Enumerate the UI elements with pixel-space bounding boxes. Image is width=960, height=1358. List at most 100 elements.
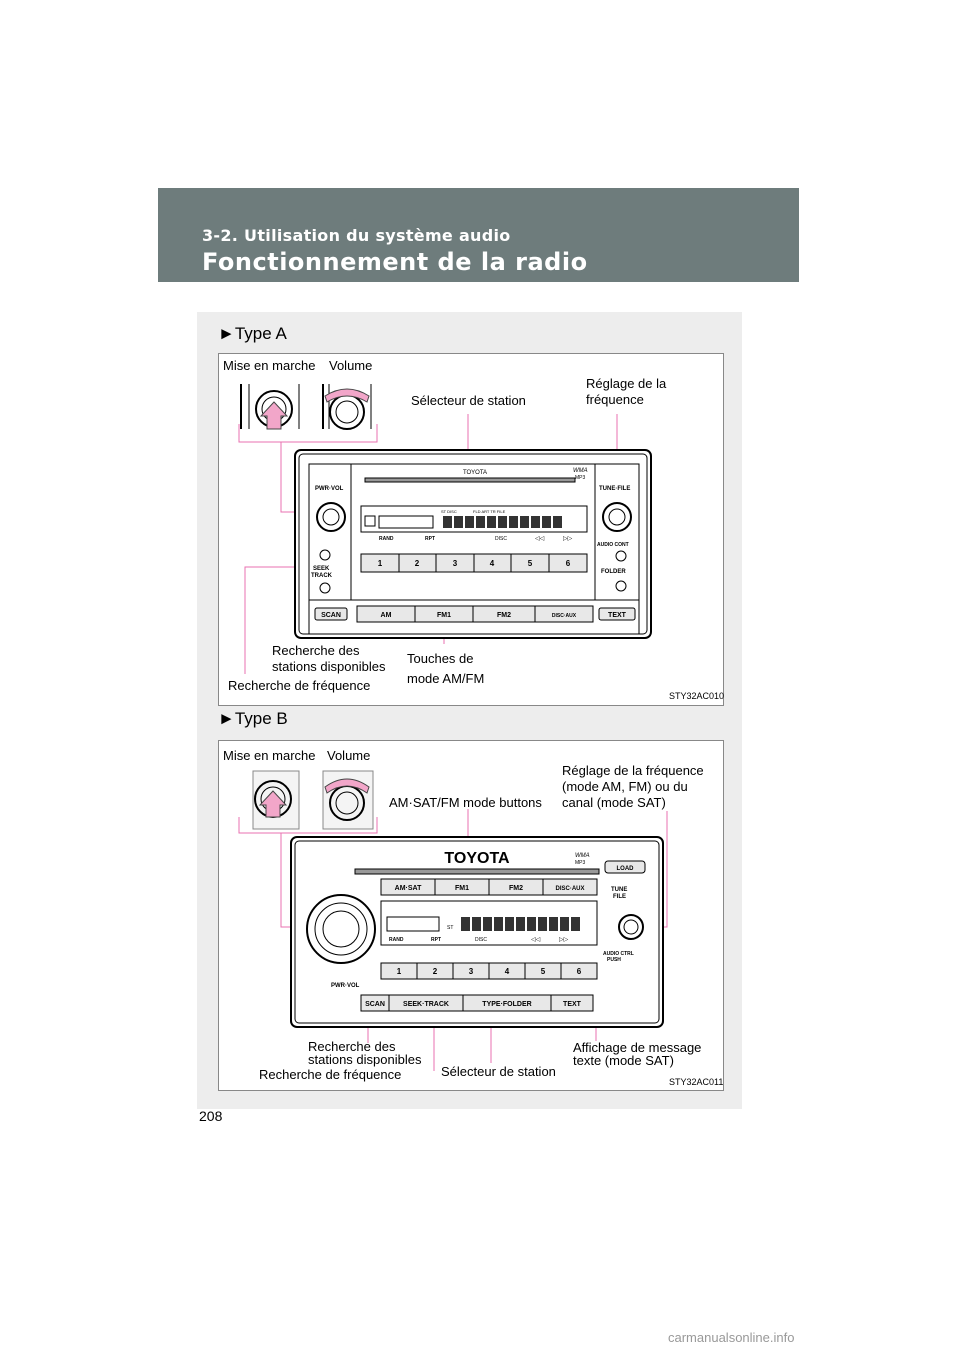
unit-b-st: ST (447, 925, 453, 931)
section-header: 3-2. Utilisation du système audio Foncti… (158, 188, 799, 282)
unit-b-audio-2: PUSH (607, 957, 621, 963)
svg-text:▷▷: ▷▷ (559, 937, 569, 943)
preset-a-1: 1 (378, 559, 383, 568)
preset-b-6: 6 (577, 967, 582, 976)
label-scan-b-1: Recherche des (308, 1039, 396, 1054)
unit-a-rand: RAND (379, 536, 394, 542)
unit-b-fm2: FM2 (509, 885, 523, 892)
label-seek-b: Recherche de fréquence (259, 1067, 402, 1082)
unit-b-text: TEXT (563, 1001, 582, 1008)
unit-b-rpt: RPT (431, 937, 441, 943)
unit-b-seek-track: SEEK·TRACK (403, 1001, 449, 1008)
unit-b-wma: WMA (575, 853, 590, 859)
type-a-figure: TOYOTA WMA MP3 PWR·VOL TUNE·FILE ST DISC… (218, 353, 724, 706)
unit-a-mp3: MP3 (575, 475, 586, 481)
page-title: Fonctionnement de la radio (202, 248, 588, 276)
preset-b-2: 2 (433, 967, 438, 976)
label-station-selector-a: Sélecteur de station (411, 393, 526, 408)
unit-a-presets: 1 2 3 4 5 6 (360, 553, 588, 573)
label-scan-a-1: Recherche des (272, 643, 360, 658)
figure-code-b: STY32AC011 (669, 1077, 724, 1087)
unit-b-brand: TOYOTA (444, 850, 510, 867)
preset-a-2: 2 (415, 559, 420, 568)
preset-b-5: 5 (541, 967, 546, 976)
label-text-b-1: Affichage de message (573, 1040, 702, 1055)
preset-b-3: 3 (469, 967, 474, 976)
label-station-selector-b: Sélecteur de station (441, 1064, 556, 1079)
type-b-diagram: TOYOTA WMA MP3 LOAD AM·SAT FM1 FM2 DISC·… (238, 770, 668, 1071)
label-power-b: Mise en marche (223, 748, 316, 763)
volume-knob-inset-b (322, 770, 374, 830)
radio-unit-b: TOYOTA WMA MP3 LOAD AM·SAT FM1 FM2 DISC·… (290, 836, 664, 1028)
label-text-b-2: texte (mode SAT) (573, 1053, 674, 1068)
preset-a-6: 6 (566, 559, 571, 568)
figure-code-a: STY32AC010 (669, 691, 725, 701)
preset-b-1: 1 (397, 967, 402, 976)
unit-a-brand: TOYOTA (463, 470, 487, 476)
label-mode-buttons-b: AM·SAT/FM mode buttons (389, 795, 542, 810)
type-a-diagram: TOYOTA WMA MP3 PWR·VOL TUNE·FILE ST DISC… (238, 384, 652, 674)
unit-a-fm1: FM1 (437, 612, 451, 619)
unit-a-fld-art: FLD ART TR FILE (473, 509, 506, 514)
unit-a-disc: DISC (495, 536, 507, 542)
footer-watermark: carmanualsonline.info (668, 1330, 795, 1345)
power-knob-inset-b (252, 770, 300, 830)
preset-a-4: 4 (490, 559, 495, 568)
unit-b-tune-1: TUNE (611, 887, 627, 893)
label-mode-a-2: mode AM/FM (407, 671, 485, 686)
unit-b-load: LOAD (617, 866, 635, 872)
label-power-a: Mise en marche (223, 358, 316, 373)
unit-b-fm1: FM1 (455, 885, 469, 892)
label-tuning-b-1: Réglage de la fréquence (562, 763, 704, 778)
unit-a-audio-cont: AUDIO CONT (597, 542, 629, 548)
type-b-figure: TOYOTA WMA MP3 LOAD AM·SAT FM1 FM2 DISC·… (218, 740, 724, 1091)
preset-a-3: 3 (453, 559, 458, 568)
unit-b-disc: DISC (475, 937, 487, 943)
unit-b-scan: SCAN (365, 1001, 385, 1008)
label-volume-a: Volume (329, 358, 373, 373)
svg-text:◁◁: ◁◁ (531, 937, 541, 943)
unit-b-presets: 1 2 3 4 5 6 (380, 962, 598, 980)
unit-a-wma: WMA (573, 468, 588, 474)
unit-a-rpt: RPT (425, 536, 435, 542)
label-tuning-a-2: fréquence (586, 392, 644, 407)
label-seek-a: Recherche de fréquence (228, 678, 371, 693)
label-volume-b: Volume (327, 748, 371, 763)
unit-a-folder: FOLDER (601, 569, 626, 575)
power-knob-inset (240, 384, 300, 430)
unit-a-fm2: FM2 (497, 612, 511, 619)
unit-b-type-folder: TYPE·FOLDER (482, 1001, 531, 1008)
type-a-heading: ►Type A (218, 324, 287, 343)
unit-b-mp3: MP3 (575, 860, 586, 866)
unit-a-pwr-vol: PWR·VOL (315, 486, 344, 492)
svg-text:ST DISC: ST DISC (441, 509, 457, 514)
label-scan-b-2: stations disponibles (308, 1052, 422, 1067)
radio-unit-a: TOYOTA WMA MP3 PWR·VOL TUNE·FILE ST DISC… (294, 449, 652, 639)
svg-text:◁◁: ◁◁ (535, 536, 545, 542)
unit-a-scan: SCAN (321, 612, 341, 619)
unit-a-disc-aux: DISC·AUX (552, 613, 577, 619)
label-tuning-a-1: Réglage de la (586, 376, 667, 391)
section-subtitle: 3-2. Utilisation du système audio (202, 226, 511, 245)
label-tuning-b-3: canal (mode SAT) (562, 795, 666, 810)
unit-a-tune-file: TUNE·FILE (599, 486, 630, 492)
label-tuning-b-2: (mode AM, FM) ou du (562, 779, 688, 794)
volume-knob-inset (322, 384, 372, 430)
unit-a-text: TEXT (608, 612, 627, 619)
type-b-heading: ►Type B (218, 709, 288, 728)
unit-b-rand: RAND (389, 937, 404, 943)
unit-b-audio-1: AUDIO CTRL (603, 951, 634, 957)
preset-b-4: 4 (505, 967, 510, 976)
preset-a-5: 5 (528, 559, 533, 568)
unit-b-am-sat: AM·SAT (395, 885, 422, 892)
page-number: 208 (199, 1108, 223, 1124)
unit-a-am: AM (381, 612, 392, 619)
unit-b-disc-aux: DISC·AUX (555, 886, 584, 892)
unit-a-seek-1: SEEK (313, 566, 330, 572)
unit-b-pwr-vol: PWR·VOL (331, 983, 360, 989)
label-scan-a-2: stations disponibles (272, 659, 386, 674)
svg-text:▷▷: ▷▷ (563, 536, 573, 542)
unit-b-tune-2: FILE (613, 894, 626, 900)
unit-a-seek-2: TRACK (311, 573, 333, 579)
label-mode-a-1: Touches de (407, 651, 474, 666)
